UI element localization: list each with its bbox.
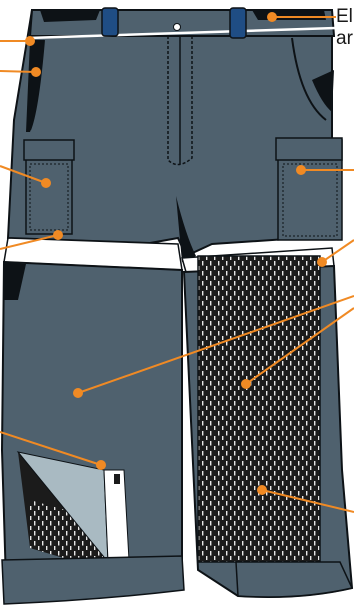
cargo-pocket-left-flap xyxy=(24,140,74,160)
mesh-panel-callout-dot xyxy=(257,485,267,495)
cuff-right xyxy=(236,562,352,597)
waistband-callout-dot xyxy=(267,12,277,22)
mesh-panel[interactable] xyxy=(198,256,320,562)
right-cargo-pocket-callout-dot xyxy=(296,165,306,175)
front-pocket-callout-dot xyxy=(31,67,41,77)
waistband-top-shadow-right xyxy=(252,10,326,20)
cuff-left xyxy=(2,556,184,604)
waist-button-icon xyxy=(174,24,181,31)
belt-loop-right xyxy=(230,8,246,38)
zip-off-band-callout-dot xyxy=(53,230,63,240)
pants-lower xyxy=(2,256,352,604)
lower-leg-callout-dot xyxy=(73,388,83,398)
caption-line-2: ar xyxy=(336,28,353,49)
front-pocket-callout xyxy=(0,71,36,72)
belt-loop-left xyxy=(102,8,118,36)
leg-seam-callout-dot xyxy=(317,257,327,267)
side-zipper-callout-dot xyxy=(96,460,106,470)
left-cargo-pocket-callout-dot xyxy=(41,178,51,188)
caption-line-1: El xyxy=(336,6,353,27)
pants-upper xyxy=(8,8,342,262)
zipper-pull-icon[interactable] xyxy=(114,474,120,484)
belt-loop-callout-dot xyxy=(25,36,35,46)
cargo-pocket-right-flap xyxy=(276,138,342,160)
mesh-vent-callout-dot xyxy=(241,379,251,389)
